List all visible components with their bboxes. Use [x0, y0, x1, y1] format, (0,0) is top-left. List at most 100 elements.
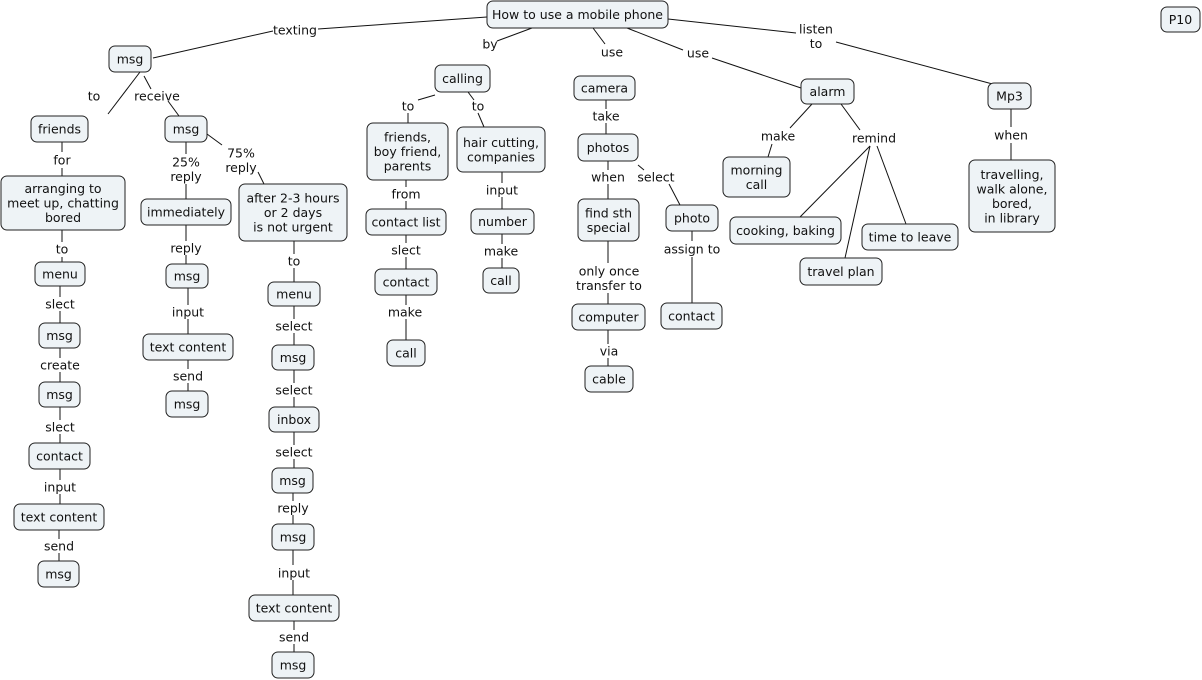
concept-node-msg-b1[interactable]: msg — [165, 263, 209, 289]
concept-node-alarm[interactable]: alarm — [800, 78, 855, 105]
concept-node-msg-b2[interactable]: msg — [165, 390, 209, 418]
concept-node-number[interactable]: number — [470, 208, 535, 235]
link-label-slect-a1: slect — [45, 297, 75, 312]
connector-line — [799, 145, 871, 218]
concept-node-photos[interactable]: photos — [577, 133, 639, 162]
link-label-input-c: input — [278, 566, 310, 581]
concept-node-label: contact list — [371, 215, 440, 230]
link-label-select-c3: select — [275, 445, 312, 460]
concept-node-label: text content — [21, 510, 98, 525]
concept-node-hair[interactable]: hair cutting,companies — [456, 126, 546, 173]
concept-node-label: menu — [42, 267, 78, 282]
concept-node-label: photo — [674, 211, 710, 226]
concept-node-label: msg — [280, 350, 307, 365]
connector-line — [152, 30, 274, 59]
concept-node-call-e[interactable]: call — [482, 267, 520, 294]
concept-node-text-c[interactable]: text content — [248, 594, 340, 622]
concept-node-contact-f[interactable]: contact — [660, 302, 723, 330]
link-label-when-h: when — [994, 128, 1028, 143]
concept-node-msg-a3[interactable]: msg — [37, 560, 80, 588]
concept-node-label: msg — [173, 122, 200, 137]
link-label-to-friends: to — [88, 89, 101, 104]
link-label-pct75: 75%reply — [225, 145, 257, 175]
connector-lines — [58, 16, 1012, 652]
concept-node-immediately[interactable]: immediately — [140, 198, 232, 226]
connector-line — [467, 91, 475, 101]
concept-node-travel[interactable]: travel plan — [799, 257, 883, 286]
concept-node-cooking[interactable]: cooking, baking — [729, 216, 842, 245]
link-label-input-a: input — [44, 480, 76, 495]
concept-node-label: contact — [668, 309, 715, 324]
concept-node-cable[interactable]: cable — [584, 365, 634, 393]
link-label-to-a: to — [56, 242, 69, 257]
link-label-send-b: send — [173, 369, 203, 384]
link-label-pct25: 25%reply — [170, 154, 202, 184]
concept-node-p10[interactable]: P10 — [1160, 6, 1201, 33]
concept-node-msg-c3[interactable]: msg — [271, 523, 315, 551]
concept-node-msg-c2[interactable]: msg — [271, 467, 314, 494]
connector-line — [167, 100, 180, 117]
concept-node-root[interactable]: How to use a mobile phone — [486, 0, 669, 29]
concept-node-text-a[interactable]: text content — [13, 503, 105, 531]
concept-node-label: msg — [279, 473, 306, 488]
concept-node-label: P10 — [1169, 12, 1192, 27]
connector-line — [767, 143, 773, 158]
concept-node-label: contact — [36, 449, 83, 464]
concept-node-mp3[interactable]: Mp3 — [987, 82, 1032, 110]
connector-line — [637, 164, 645, 171]
concept-node-msg-recv[interactable]: msg — [164, 115, 208, 143]
concept-node-inbox[interactable]: inbox — [268, 406, 320, 433]
concept-node-contact-d[interactable]: contact — [374, 268, 438, 296]
link-label-make-d: make — [388, 305, 423, 320]
concept-node-computer[interactable]: computer — [571, 303, 646, 331]
concept-node-time-leave[interactable]: time to leave — [861, 223, 959, 251]
link-label-to-c: to — [288, 254, 301, 269]
connector-line — [876, 145, 907, 225]
concept-node-call-d[interactable]: call — [386, 339, 426, 367]
link-label-for: for — [53, 153, 71, 168]
concept-node-label: call — [490, 273, 511, 288]
concept-node-msg-main[interactable]: msg — [108, 45, 152, 73]
concept-node-contact-a[interactable]: contact — [28, 442, 91, 470]
connector-line — [496, 27, 533, 42]
concept-node-msg-a1[interactable]: msg — [38, 322, 81, 349]
concept-node-label: travel plan — [807, 264, 874, 279]
concept-node-label: travelling,walk alone,bored,in library — [977, 167, 1048, 226]
concept-node-travelling[interactable]: travelling,walk alone,bored,in library — [968, 159, 1056, 233]
concept-node-msg-a2[interactable]: msg — [38, 381, 81, 408]
concept-node-label: cable — [592, 372, 626, 387]
connector-line — [626, 27, 684, 51]
concept-node-friends[interactable]: friends — [30, 115, 89, 143]
concept-node-label: menu — [276, 287, 312, 302]
concept-node-contact-list[interactable]: contact list — [365, 208, 447, 236]
connector-line — [317, 16, 488, 30]
concept-node-calling[interactable]: calling — [434, 64, 491, 93]
link-label-make-e: make — [484, 244, 519, 259]
link-label-input-b: input — [172, 305, 204, 320]
concept-node-photo[interactable]: photo — [665, 204, 719, 232]
concept-node-label: Mp3 — [996, 89, 1023, 104]
concept-node-msg-c1[interactable]: msg — [271, 344, 315, 371]
concept-node-friends-bf[interactable]: friends,boy friend,parents — [366, 122, 449, 181]
concept-node-msg-c4[interactable]: msg — [271, 651, 315, 679]
link-label-select-f: select — [637, 170, 674, 185]
connector-line — [107, 71, 141, 115]
connector-line — [206, 133, 223, 146]
concept-node-camera[interactable]: camera — [573, 75, 636, 101]
link-label-by: by — [482, 37, 498, 52]
concept-node-text-b[interactable]: text content — [142, 333, 234, 361]
connector-line — [417, 94, 436, 101]
concept-node-label: calling — [442, 71, 483, 86]
link-label-use1: use — [601, 45, 623, 60]
concept-node-menu1[interactable]: menu — [34, 261, 86, 287]
concept-node-label: msg — [45, 567, 72, 582]
concept-node-menu2[interactable]: menu — [267, 281, 321, 307]
link-label-create: create — [40, 358, 80, 373]
